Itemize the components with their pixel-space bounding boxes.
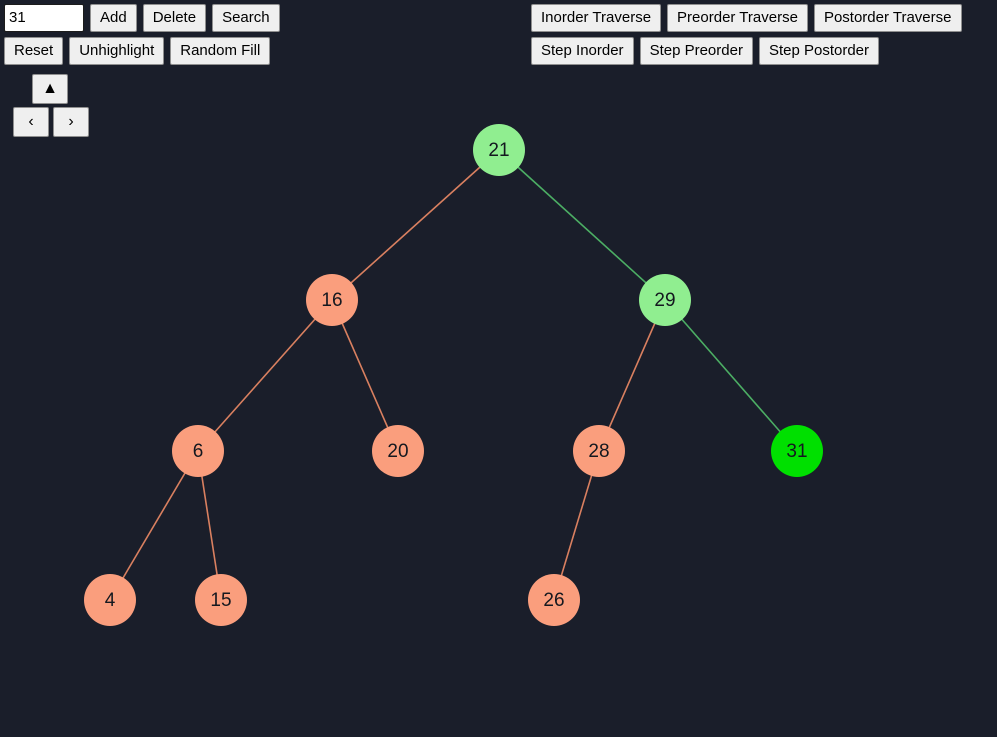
tree-node-value: 26 — [543, 589, 565, 611]
move-right-button[interactable]: › — [53, 107, 89, 137]
delete-button[interactable]: Delete — [142, 4, 207, 32]
add-button[interactable]: Add — [90, 4, 137, 32]
move-up-button[interactable]: ▲ — [32, 74, 68, 104]
chevron-right-icon: › — [68, 113, 74, 130]
search-button[interactable]: Search — [212, 4, 280, 32]
step-inorder-button[interactable]: Step Inorder — [531, 37, 634, 65]
inorder-traverse-button[interactable]: Inorder Traverse — [531, 4, 662, 32]
tree-node-value: 20 — [387, 440, 409, 462]
tree-node[interactable]: 21 — [473, 124, 525, 176]
tree-node[interactable]: 26 — [528, 574, 580, 626]
triangle-up-icon: ▲ — [42, 80, 58, 97]
edge-layer — [109, 149, 798, 601]
chevron-left-icon: ‹ — [28, 113, 34, 130]
tree-edge — [331, 299, 399, 452]
random-fill-button[interactable]: Random Fill — [170, 37, 271, 65]
toolbar-right: Inorder Traverse Preorder Traverse Posto… — [531, 4, 962, 70]
tree-edge — [664, 299, 798, 452]
tree-edge — [331, 149, 500, 301]
navigation-dpad: ▲ ‹ › — [0, 74, 120, 144]
postorder-traverse-button[interactable]: Postorder Traverse — [813, 4, 962, 32]
move-left-button[interactable]: ‹ — [13, 107, 49, 137]
tree-node-value: 29 — [654, 289, 676, 311]
tree-node[interactable]: 16 — [306, 274, 358, 326]
tree-node-value: 28 — [588, 440, 610, 462]
tree-node[interactable]: 20 — [372, 425, 424, 477]
tree-edge — [109, 450, 199, 601]
tree-node-value: 4 — [104, 589, 116, 611]
tree-node[interactable]: 4 — [84, 574, 136, 626]
tree-node-value: 16 — [321, 289, 343, 311]
tree-node[interactable]: 15 — [195, 574, 247, 626]
traverse-row: Inorder Traverse Preorder Traverse Posto… — [531, 4, 962, 32]
tree-node-value: 21 — [488, 139, 510, 161]
toolbar-row-primary: Add Delete Search — [4, 4, 280, 32]
value-input[interactable] — [4, 4, 84, 32]
tree-edge — [197, 299, 333, 452]
unhighlight-button[interactable]: Unhighlight — [69, 37, 165, 65]
tree-node-value: 6 — [192, 440, 204, 462]
tree-node[interactable]: 6 — [172, 425, 224, 477]
tree-edge — [598, 299, 666, 452]
reset-button[interactable]: Reset — [4, 37, 64, 65]
tree-node[interactable]: 29 — [639, 274, 691, 326]
tree-node[interactable]: 31 — [771, 425, 823, 477]
step-traverse-row: Step Inorder Step Preorder Step Postorde… — [531, 37, 962, 65]
preorder-traverse-button[interactable]: Preorder Traverse — [667, 4, 808, 32]
toolbar-left: Add Delete Search Reset Unhighlight Rand… — [4, 4, 280, 70]
toolbar-row-secondary: Reset Unhighlight Random Fill — [4, 37, 280, 65]
tree-node-value: 31 — [786, 440, 808, 462]
tree-node[interactable]: 28 — [573, 425, 625, 477]
step-postorder-button[interactable]: Step Postorder — [758, 37, 880, 65]
tree-node-value: 15 — [210, 589, 232, 611]
tree-edge — [498, 149, 666, 301]
step-preorder-button[interactable]: Step Preorder — [639, 37, 753, 65]
